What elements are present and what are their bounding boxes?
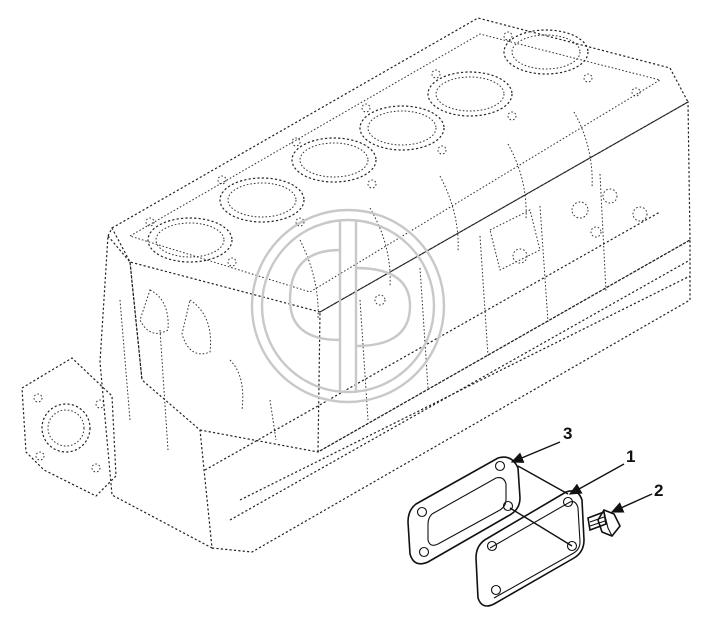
callout-1: 1 bbox=[626, 447, 635, 466]
front-flange bbox=[21, 357, 117, 497]
gasket-part-3 bbox=[407, 456, 521, 565]
bolt-part-2 bbox=[587, 509, 621, 537]
callout-leaders bbox=[510, 441, 653, 513]
callout-3: 3 bbox=[563, 424, 572, 443]
cover-plate-part-1 bbox=[475, 490, 585, 607]
callout-2: 2 bbox=[654, 481, 663, 500]
engine-block-outline bbox=[99, 17, 691, 553]
watermark-logo bbox=[250, 208, 446, 404]
cylinder-bores bbox=[147, 29, 589, 263]
block-side-details bbox=[119, 111, 648, 451]
deck-bolt-holes bbox=[145, 31, 641, 267]
alignment-lines bbox=[509, 465, 573, 547]
